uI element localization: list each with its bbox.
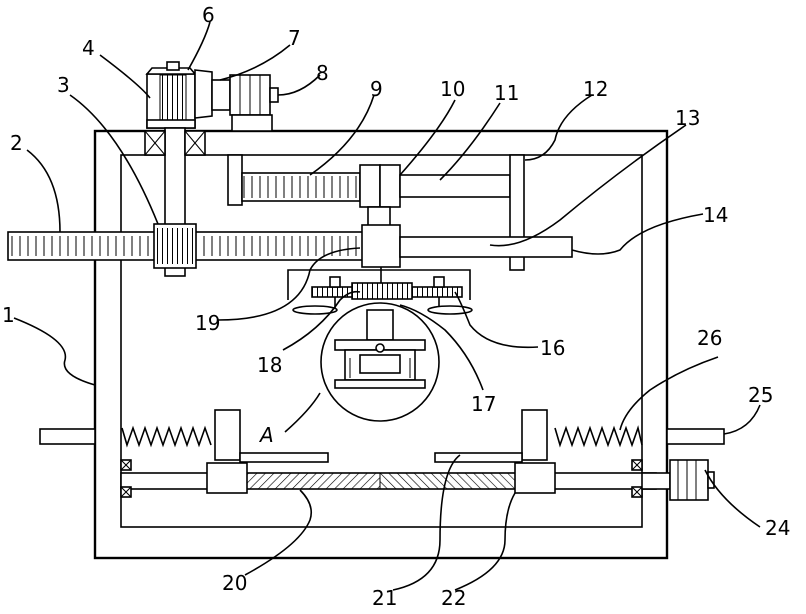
callout-17: 17 (471, 392, 496, 416)
carriage (362, 207, 572, 290)
callout-20: 20 (222, 571, 247, 595)
callout-25: 25 (748, 383, 773, 407)
callout-6: 6 (202, 3, 215, 27)
callout-9: 9 (370, 77, 383, 101)
callout-10: 10 (440, 77, 465, 101)
callout-13: 13 (675, 106, 700, 130)
callout-12: 12 (583, 77, 608, 101)
callout-2: 2 (10, 131, 23, 155)
detail-circle-a (321, 303, 439, 421)
callout-21: 21 (372, 586, 397, 610)
bottom-assembly (121, 410, 714, 500)
callout-26: 26 (697, 326, 722, 350)
callout-22: 22 (441, 586, 466, 610)
callout-19: 19 (195, 311, 220, 335)
callout-11: 11 (494, 81, 519, 105)
callout-a: A (258, 423, 274, 447)
top-drive (147, 62, 278, 131)
callout-7: 7 (288, 26, 301, 50)
callout-4: 4 (82, 36, 95, 60)
left-stub-rod (40, 429, 95, 444)
gear-housing (288, 270, 472, 314)
callout-24: 24 (765, 516, 790, 540)
callout-18: 18 (257, 353, 282, 377)
callout-16: 16 (540, 336, 565, 360)
callout-8: 8 (316, 61, 329, 85)
right-guide-rod (667, 429, 724, 444)
callout-1: 1 (2, 303, 15, 327)
leader-lines (14, 22, 760, 590)
callout-14: 14 (703, 203, 728, 227)
callout-3: 3 (57, 73, 70, 97)
